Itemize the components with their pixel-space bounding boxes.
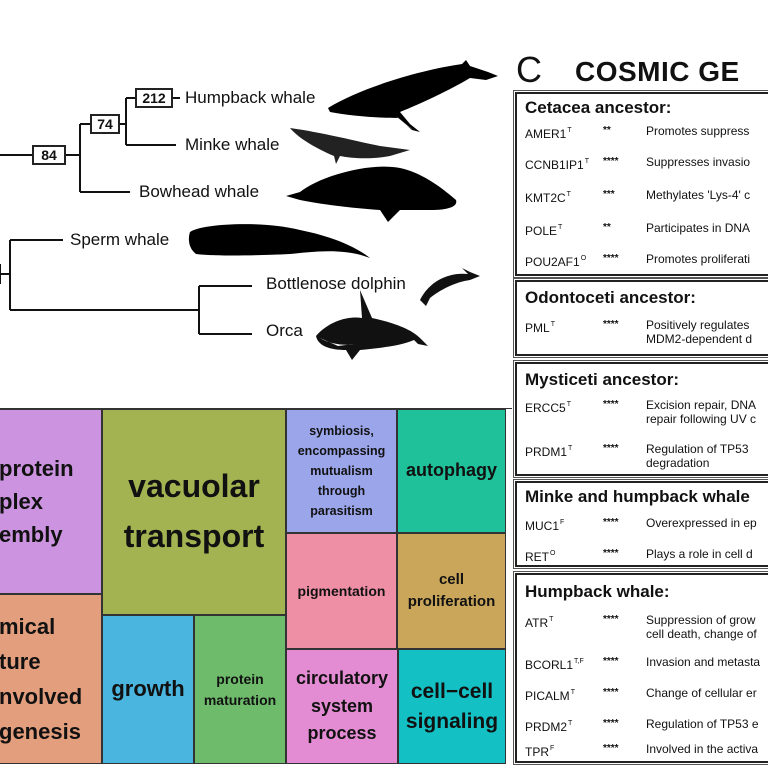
gene-group-humpback: Humpback whale: ATRT **** Suppression of… xyxy=(513,571,768,765)
humpback-whale-silhouette xyxy=(328,60,498,132)
gene-name: ERCC5T xyxy=(525,401,571,415)
tile-autophagy: autophagy xyxy=(397,409,506,533)
sperm-whale-silhouette xyxy=(188,224,370,258)
leaf-minke-whale: Minke whale xyxy=(185,135,280,154)
node-label-74: 74 xyxy=(90,114,120,134)
significance-stars: **** xyxy=(603,656,619,667)
gene-group-title: Odontoceti ancestor: xyxy=(525,288,696,307)
significance-stars: **** xyxy=(603,399,619,410)
gene-name: KMT2CT xyxy=(525,191,571,205)
gene-description: Promotes suppress xyxy=(646,124,750,138)
significance-stars: ** xyxy=(603,125,611,136)
gene-group-odontoceti: Odontoceti ancestor: PMLT **** Positivel… xyxy=(513,278,768,358)
leaf-orca: Orca xyxy=(266,321,303,340)
panel-c-title: COSMIC GE xyxy=(575,56,740,87)
tile-vacuolar-transport: vacuolar transport xyxy=(102,409,286,615)
gene-group-cetacea: Cetacea ancestor: AMER1T ** Promotes sup… xyxy=(513,90,768,278)
gene-group-title: Cetacea ancestor: xyxy=(525,98,672,117)
gene-name: CCNB1IP1T xyxy=(525,158,589,172)
gene-name: PRDM1T xyxy=(525,445,573,459)
leaf-bowhead-whale: Bowhead whale xyxy=(139,182,260,201)
orca-silhouette xyxy=(316,290,428,360)
significance-stars: **** xyxy=(603,156,619,167)
tile-symbiosis: symbiosis, encompassing mutualism throug… xyxy=(286,409,397,533)
tile-cell-proliferation: cell proliferation xyxy=(397,533,506,649)
significance-stars: **** xyxy=(603,319,619,330)
significance-stars: **** xyxy=(603,687,619,698)
minke-whale-silhouette xyxy=(290,128,410,164)
gene-description: Suppresses invasio xyxy=(646,155,751,169)
leaf-bottlenose-dolphin: Bottlenose dolphin xyxy=(266,274,406,293)
significance-stars: ** xyxy=(603,222,611,233)
gene-description: Involved in the activa xyxy=(646,742,759,756)
tile-growth: growth xyxy=(102,615,194,764)
significance-stars: **** xyxy=(603,718,619,729)
gene-description: Methylates 'Lys-4' c xyxy=(646,188,751,202)
gene-name: MUC1F xyxy=(525,519,565,533)
gene-name: TPRF xyxy=(525,745,555,759)
gene-group-title: Minke and humpback whale xyxy=(525,487,750,506)
significance-stars: **** xyxy=(603,253,619,264)
tile-cell-cell-signaling: cell−cell signaling xyxy=(398,649,506,764)
bowhead-whale-silhouette xyxy=(286,166,457,222)
gene-name: POLET xyxy=(525,224,563,238)
leaf-humpback-whale: Humpback whale xyxy=(185,88,316,107)
gene-group-minke-humpback: Minke and humpback whale MUC1F **** Over… xyxy=(513,479,768,569)
gene-name: POU2AF1O xyxy=(525,255,587,269)
gene-name: PRDM2T xyxy=(525,720,573,734)
gene-description: Plays a role in cell d xyxy=(646,547,753,561)
gene-name: AMER1T xyxy=(525,127,572,141)
gene-description: Participates in DNA xyxy=(646,221,751,235)
node-label-84: 84 xyxy=(32,145,66,165)
significance-stars: **** xyxy=(603,548,619,559)
significance-stars: **** xyxy=(603,443,619,454)
gene-name: ATRT xyxy=(525,616,554,630)
tile-circulatory-system-process: circulatory system process xyxy=(286,649,398,764)
significance-stars: **** xyxy=(603,517,619,528)
gene-group-mysticeti: Mysticeti ancestor: ERCC5T **** Excision… xyxy=(513,360,768,478)
significance-stars: *** xyxy=(603,189,615,200)
gene-description: Change of cellular er xyxy=(646,686,757,700)
phylogenetic-tree: 84 74 212 Humpback whale Minke whale Bow… xyxy=(0,0,512,390)
bottlenose-dolphin-silhouette xyxy=(420,268,480,306)
tile-anatomical-structure: mical ture nvolved genesis xyxy=(0,594,102,764)
significance-stars: **** xyxy=(603,743,619,754)
gene-description: Invasion and metasta xyxy=(646,655,761,669)
gene-description: Regulation of TP53 e xyxy=(646,717,759,731)
tile-protein-maturation: protein maturation xyxy=(194,615,286,764)
tile-pigmentation: pigmentation xyxy=(286,533,397,649)
gene-description: Promotes proliferati xyxy=(646,252,751,266)
significance-stars: **** xyxy=(603,614,619,625)
gene-name: RETO xyxy=(525,550,556,564)
gene-description: Overexpressed in ep xyxy=(646,516,757,530)
gene-group-title: Mysticeti ancestor: xyxy=(525,370,679,389)
orca-white-patch xyxy=(320,338,354,346)
gene-group-title: Humpback whale: xyxy=(525,582,670,601)
panel-letter-c: C xyxy=(516,49,542,90)
go-treemap: protein plex embly mical ture nvolved ge… xyxy=(0,408,512,764)
node-label-212: 212 xyxy=(135,88,173,108)
tile-protein-complex-assembly: protein plex embly xyxy=(0,409,102,594)
gene-name: BCORL1T,F xyxy=(525,658,584,672)
gene-name: PMLT xyxy=(525,321,555,335)
leaf-sperm-whale: Sperm whale xyxy=(70,230,170,249)
tree-branches xyxy=(0,60,498,360)
gene-name: PICALMT xyxy=(525,689,575,703)
